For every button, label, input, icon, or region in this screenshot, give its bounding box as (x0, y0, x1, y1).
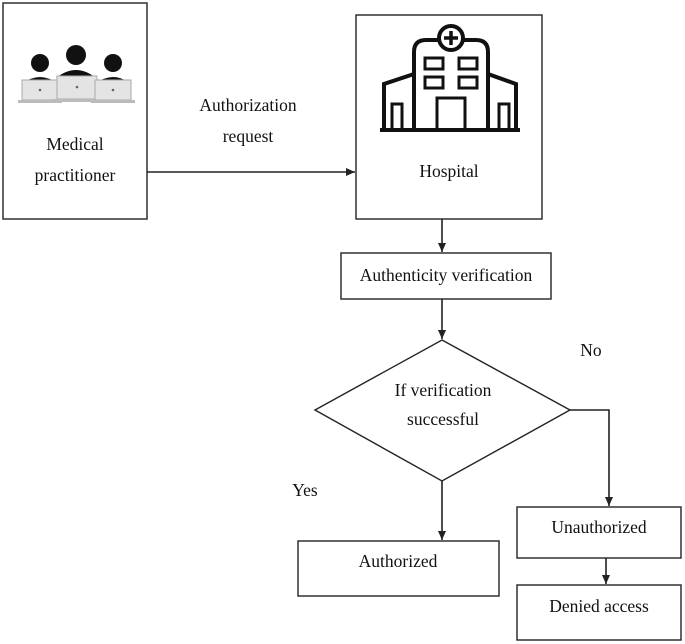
medical-practitioner-node: Medical practitioner (2, 2, 148, 220)
denied-access-node: Denied access (516, 584, 682, 641)
hospital-node: Hospital (355, 14, 543, 220)
medical-practitioner-label-line1: Medical (46, 134, 103, 154)
authorization-request-label-line1: Authorization (199, 95, 296, 115)
hospital-building-icon (380, 24, 520, 132)
unauthorized-node: Unauthorized (516, 506, 682, 559)
yes-label: Yes (292, 480, 318, 500)
denied-access-label: Denied access (549, 596, 649, 616)
decision-label-line1: If verification (395, 380, 492, 400)
authorization-request-label-line2: request (223, 126, 274, 146)
authorized-label: Authorized (359, 551, 438, 571)
authorization-request-edge: Authorization request (147, 95, 355, 176)
medical-practitioner-label-line2: practitioner (35, 165, 116, 185)
unauthorized-label: Unauthorized (551, 517, 646, 537)
no-label: No (580, 340, 602, 360)
decision-label-line2: successful (407, 409, 479, 429)
decision-node: If verification successful (313, 339, 572, 482)
hospital-label: Hospital (419, 161, 478, 181)
yes-branch-edge: Yes (292, 480, 446, 540)
authenticity-verification-node: Authenticity verification (340, 252, 552, 300)
authenticity-verification-label: Authenticity verification (360, 265, 533, 285)
authorized-node: Authorized (297, 540, 500, 597)
people-at-laptops-icon (18, 45, 135, 103)
no-branch-edge: No (570, 340, 613, 506)
